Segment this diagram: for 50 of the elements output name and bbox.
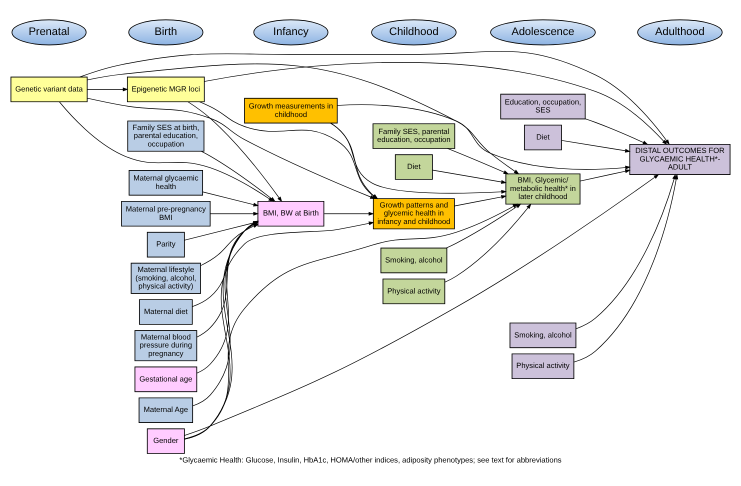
node-box: Family SES at birth, parental education, occupation [127, 120, 204, 152]
node-box: Genetic variant data [10, 76, 88, 102]
node-ellipse: Adolescence [490, 18, 596, 45]
arrow [444, 203, 532, 282]
arrow [432, 169, 507, 184]
node-box: Diet [394, 154, 433, 180]
caption: *Glycaemic Health: Glucose, Insulin, HbA1c, HOMA/other indices, adiposity phenotypes; see text for abbreviations [179, 454, 562, 464]
node-box: Physical activity [512, 352, 574, 379]
node-box: Diet [524, 124, 562, 150]
node-box: BMI, BW at Birth [258, 200, 324, 226]
node-box: Maternal lifestyle (smoking, alcohol, physical activity) [130, 262, 201, 294]
arrow [454, 194, 507, 206]
node-box: Maternal Age [138, 396, 194, 422]
node-ellipse: Infancy [253, 18, 328, 45]
arrow [446, 203, 522, 248]
node-ellipse: Adulthood [637, 18, 723, 45]
node-box: Smoking, alcohol [380, 247, 448, 273]
node-box: Physical activity [382, 278, 446, 304]
node-box: Growth measurements in childhood [244, 97, 338, 123]
node-ellipse: Birth [128, 18, 204, 45]
node-ellipse: Childhood [371, 18, 457, 45]
node-box: Gestational age [134, 366, 198, 392]
arrow [204, 62, 668, 145]
arrow [210, 211, 259, 216]
arrow [447, 148, 509, 174]
arrow [336, 104, 631, 170]
node-box: Maternal pre-pregnancy BMI [121, 200, 211, 226]
node-box: Maternal glycaemic health [128, 170, 204, 196]
node-box: DISTAL OUTCOMES FOR GLYCAEMIC HEALTH*- ADULT [629, 143, 730, 174]
node-box: Epigenetic MGR loci [126, 76, 205, 102]
node-box: Maternal blood pressure during pregnancy [134, 330, 198, 361]
node-box: Growth patterns and glycemic health in infancy and childhood [372, 198, 455, 229]
arrow [584, 118, 648, 144]
arrow [86, 63, 520, 174]
node-box: Maternal diet [138, 298, 193, 324]
arrow [580, 168, 631, 181]
node-box: BMI, Glycemic/ metabolic health* in later childhood [505, 172, 580, 204]
arrow [561, 140, 631, 152]
node-box: Education, occupation, SES [500, 93, 586, 119]
node-ellipse: Prenatal [12, 18, 87, 45]
arrow [59, 101, 274, 202]
arrow [79, 50, 670, 145]
node-box: Family SES, parental education, occupation [372, 122, 456, 148]
arrow [184, 203, 518, 439]
arrow [324, 211, 374, 216]
node-box: Gender [146, 428, 185, 454]
node-box: Parity [146, 231, 185, 257]
arrow [86, 86, 128, 91]
arrow [202, 191, 259, 206]
node-box: Smoking, alcohol [510, 322, 576, 348]
